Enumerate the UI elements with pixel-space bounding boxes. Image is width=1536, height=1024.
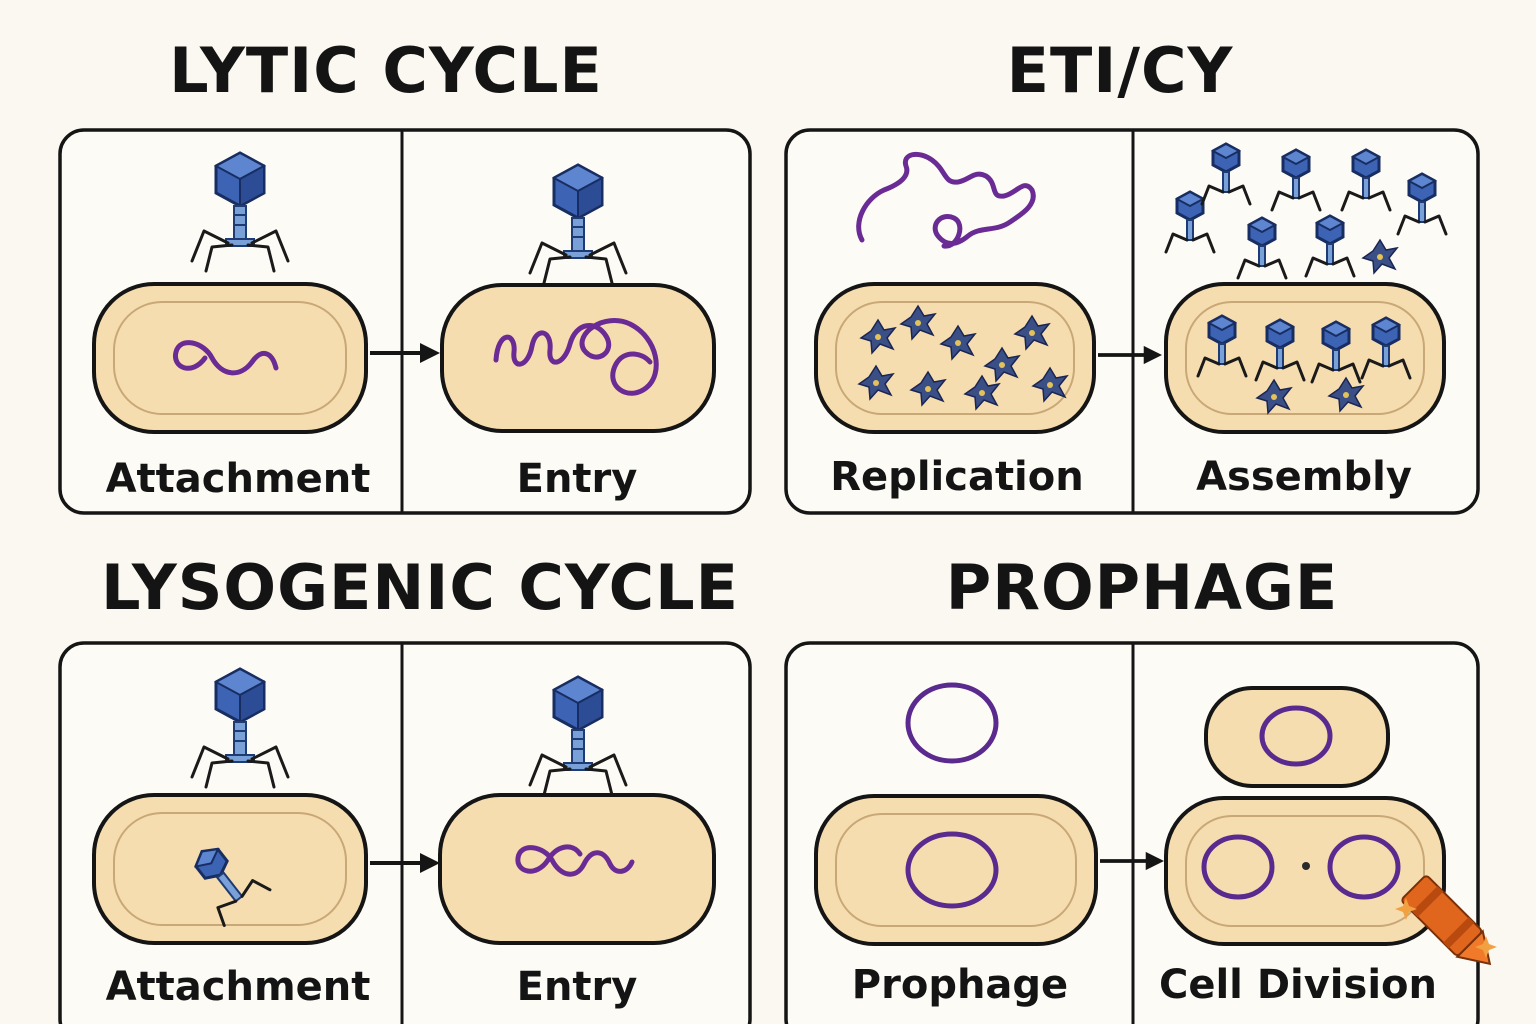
prophage-label: Prophage [852,962,1068,1008]
dna-strand-icon [856,151,1036,249]
bacterial-cell [814,794,1098,946]
cell-division-panel: Cell Division [1159,686,1446,1008]
bacterial-cell [92,793,368,945]
daughter-cell-top [1204,686,1390,788]
replication-panel: Replication [814,151,1096,500]
lysogenic-attachment-panel: Attachment [92,667,371,1010]
lysogenic-entry-label: Entry [517,964,638,1010]
assembly-label: Assembly [1196,454,1412,500]
lytic-cycle-title: LYTIC CYCLE [169,34,603,107]
lytic-attachment-label: Attachment [106,456,371,502]
assembly-panel: Assembly [1164,142,1448,500]
prophage-title: PROPHAGE [946,551,1338,624]
lytic-entry-panel: Entry [440,163,716,502]
sparkle-icon [1475,936,1497,958]
plasmid-ring-icon [1201,834,1275,900]
dividing-cell [1164,796,1446,946]
injected-phage-icon [194,847,272,927]
plasmid-ring-icon [905,682,999,764]
lytic-entry-label: Entry [517,456,638,502]
dna-strand-icon [173,340,279,376]
crayon-icon [1401,875,1492,966]
lysogenic-entry-panel: Entry [438,675,716,1010]
lysogenic-attachment-label: Attachment [106,964,371,1010]
plasmid-ring-icon [905,831,999,909]
plasmid-ring-icon [1327,834,1401,900]
replication-label: Replication [830,454,1083,500]
eti-cy-title: ETI/CY [1007,34,1234,107]
lytic-attachment-panel: Attachment [92,151,371,502]
bacterial-cell [814,282,1096,434]
bacterial-cell [1164,282,1446,434]
lysogenic-cycle-title: LYSOGENIC CYCLE [101,551,739,624]
plasmid-ring-icon [1259,705,1333,767]
cell-division-label: Cell Division [1159,962,1437,1008]
dna-strand-icon [493,318,659,396]
bacterial-cell [92,282,368,434]
bacterial-cell [438,793,716,945]
prophage-panel: Prophage [814,682,1098,1008]
sparkle-icon [1395,898,1417,920]
dna-strand-icon [515,845,635,877]
bacterial-cell [440,283,716,433]
